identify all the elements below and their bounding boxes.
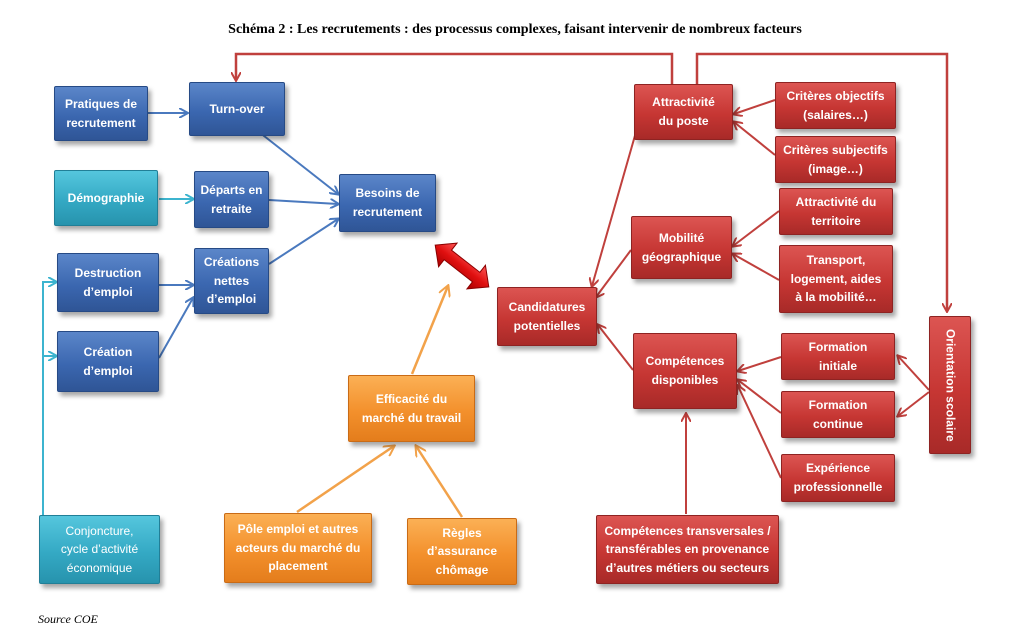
node-destruction-emploi: Destruction d’emploi	[57, 253, 159, 312]
arrow-orientation-finit	[898, 356, 930, 391]
node-formation-initiale: Formation initiale	[781, 333, 895, 380]
node-conjoncture: Conjoncture, cycle d’activité économique	[39, 515, 160, 584]
arrow-pole-efficacite	[296, 446, 394, 514]
arrow-experience-competences	[738, 386, 782, 479]
node-pole-emploi: Pôle emploi et autres acteurs du marché …	[224, 513, 372, 583]
node-departs-retraite: Départs en retraite	[194, 171, 269, 228]
node-besoins-recrutement: Besoins de recrutement	[339, 174, 436, 232]
node-orientation-scolaire: Orientation scolaire	[929, 316, 971, 454]
source-note: Source COE	[38, 612, 98, 626]
diagram-title: Schéma 2 : Les recrutements : des proces…	[228, 22, 802, 37]
arrow-efficacite-dblarrow	[410, 286, 448, 375]
node-criteres-subjectifs: Critères subjectifs (image…)	[775, 136, 896, 183]
node-pratiques-recrutement: Pratiques de recrutement	[54, 86, 148, 141]
node-turn-over: Turn-over	[189, 82, 285, 136]
arrow-finit-competences	[738, 356, 782, 371]
arrow-mobilite-candidatures	[596, 249, 632, 297]
node-attractivite-poste: Attractivité du poste	[634, 84, 733, 140]
arrow-fcont-competences	[738, 380, 782, 414]
arrow-attr-turnover	[236, 52, 674, 84]
arrow-competences-candidatures	[598, 325, 634, 371]
node-demographie: Démographie	[54, 170, 158, 226]
node-regles-assurance: Règles d’assurance chômage	[407, 518, 517, 585]
node-attractivite-territoire: Attractivité du territoire	[779, 188, 893, 235]
node-transport-logement: Transport, logement, aides à la mobilité…	[779, 245, 893, 313]
arrow-turnover-besoins	[258, 131, 338, 194]
arrow-criteres-obj-attr	[734, 99, 776, 114]
node-competences-transversales: Compétences transversales / transférable…	[596, 515, 779, 584]
arrow-conjoncture-destruction	[42, 282, 56, 515]
arrow-attractivite-candidatures	[592, 131, 637, 286]
node-experience-professionnelle: Expérience professionnelle	[781, 454, 895, 502]
node-creations-nettes: Créations nettes d’emploi	[194, 248, 269, 314]
node-efficacite-marche: Efficacité du marché du travail	[348, 375, 475, 442]
arrow-transport-mobilite	[733, 254, 780, 281]
node-competences-disponibles: Compétences disponibles	[633, 333, 737, 409]
double-arrow-besoins-candidatures	[434, 242, 490, 290]
arrow-creation-creations	[158, 298, 193, 359]
arrow-regles-efficacite	[416, 446, 464, 518]
arrow-creations-besoins	[268, 219, 338, 265]
arrow-criteres-subj-attr	[734, 122, 776, 156]
node-criteres-objectifs: Critères objectifs (salaires…)	[775, 82, 896, 129]
arrow-orientation-fcont	[898, 391, 930, 416]
orientation-label: Orientation scolaire	[943, 328, 958, 442]
node-candidatures-potentielles: Candidatures potentielles	[497, 287, 597, 346]
arrow-departs-besoins	[268, 200, 338, 204]
node-mobilite-geographique: Mobilité géographique	[631, 216, 732, 279]
node-formation-continue: Formation continue	[781, 391, 895, 438]
node-creation-emploi: Création d’emploi	[57, 331, 159, 392]
arrow-territoire-mobilite	[733, 210, 780, 246]
arrow-attr-orientation	[695, 52, 947, 311]
